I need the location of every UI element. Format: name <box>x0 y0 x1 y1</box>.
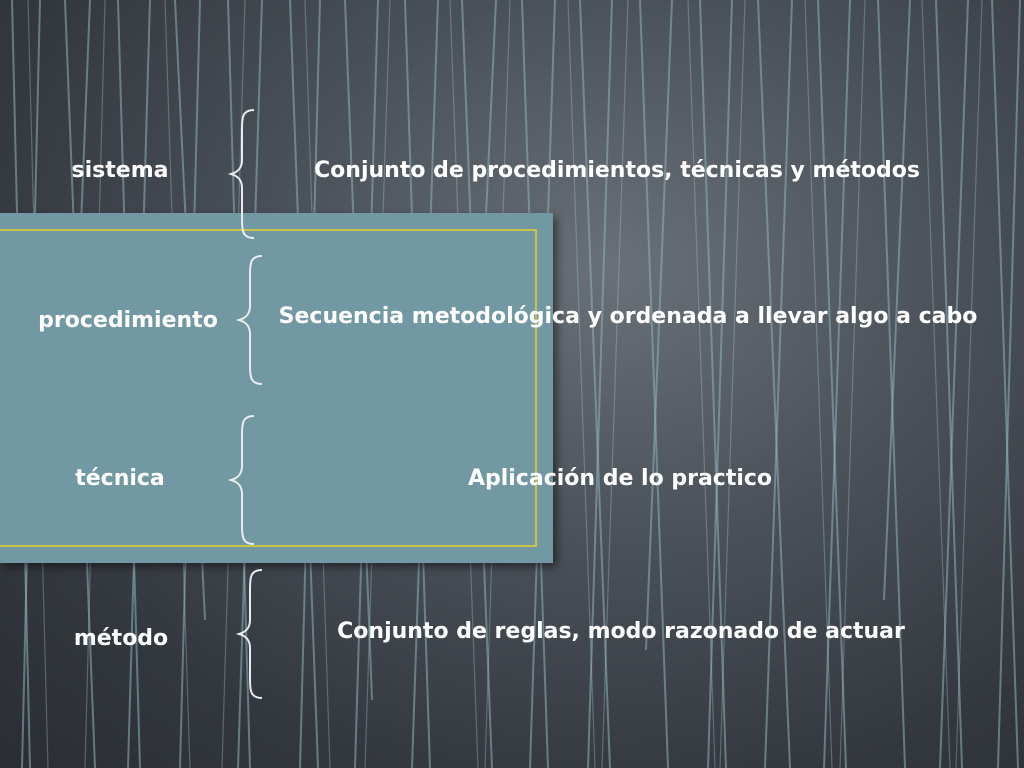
brace-icon <box>228 109 255 239</box>
term-tecnica: técnica <box>75 466 165 491</box>
term-procedimiento: procedimiento <box>38 308 218 333</box>
brace-icon <box>236 255 263 385</box>
brace-icon <box>228 415 255 545</box>
brace-icon <box>236 569 263 699</box>
highlight-panel <box>0 213 553 563</box>
definition-tecnica: Aplicación de lo practico <box>467 466 773 491</box>
panel-frame <box>0 229 537 547</box>
term-sistema: sistema <box>71 158 169 183</box>
definition-metodo: Conjunto de reglas, modo razonado de act… <box>337 619 905 644</box>
definition-sistema: Conjunto de procedimientos, técnicas y m… <box>314 158 920 183</box>
term-metodo: método <box>73 626 169 651</box>
definition-procedimiento: Secuencia metodológica y ordenada a llev… <box>278 304 978 329</box>
